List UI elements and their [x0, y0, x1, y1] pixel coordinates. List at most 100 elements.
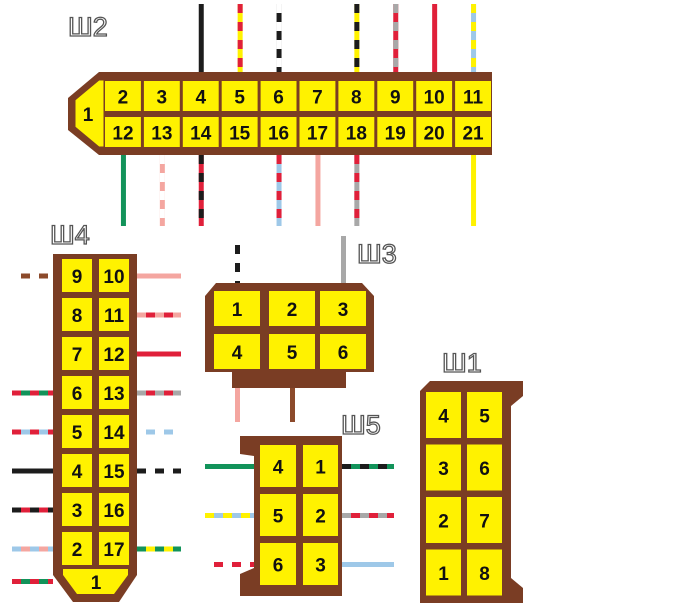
connector-sh4-pin-13: 13: [103, 384, 124, 405]
connector-sh1-pin-2: 2: [438, 512, 449, 533]
connector-sh5-pin-1: 1: [315, 458, 326, 479]
connector-sh2-pin-14-cavity: [182, 117, 219, 147]
connector-sh2-pin-9-cavity: [377, 81, 414, 111]
connector-sh4-pin-17-cavity: [99, 532, 129, 565]
connector-sh1-pin-7-cavity: [467, 497, 502, 543]
connector-sh3-pin-2: 2: [287, 300, 298, 321]
connector-sh1-label: Ш1: [442, 348, 482, 378]
connector-sh5-pin-2-cavity: [303, 494, 338, 536]
connector-sh2-label: Ш2: [68, 12, 108, 42]
connector-sh3-pin-5-cavity: [269, 334, 315, 369]
connector-sh5-pin-4-cavity: [260, 445, 296, 487]
connector-sh3-pin-1-cavity: [214, 291, 260, 326]
connector-sh4-pin-2: 2: [72, 540, 83, 561]
connector-sh1-pin-2-cavity: [426, 497, 461, 543]
connector-sh2-pin-13-cavity: [143, 117, 180, 147]
connector-sh4-pin-11-cavity: [99, 298, 129, 331]
connector-sh4-pin-4: 4: [72, 462, 83, 483]
connector-sh2-pin-19-cavity: [377, 117, 414, 147]
connector-sh1-pin-4: 4: [438, 407, 449, 428]
connector-sh2-pin-14: 14: [190, 124, 212, 145]
connector-sh2-pin-11: 11: [463, 88, 484, 109]
connector-sh1-pin-6: 6: [479, 459, 490, 480]
connector-sh2-pin-8-cavity: [338, 81, 375, 111]
connector-sh2-pin-6: 6: [273, 88, 284, 109]
connector-sh2-pin-15: 15: [229, 124, 251, 145]
connector-sh1-pin-8: 8: [479, 564, 490, 585]
connector-sh4-pin-15-cavity: [99, 454, 129, 487]
connector-sh4-pin-2-cavity: [62, 532, 92, 565]
connector-sh4-pin-16-cavity: [99, 493, 129, 526]
connector-sh2-pin-7-cavity: [299, 81, 336, 111]
connector-sh4-pin-9-cavity: [62, 259, 92, 292]
connector-sh3-pin-3: 3: [338, 300, 349, 321]
connector-sh5-label: Ш5: [341, 410, 381, 440]
connector-sh4-pin-12: 12: [103, 345, 124, 366]
connector-sh5-pin-3-cavity: [303, 543, 338, 585]
connector-sh3-label: Ш3: [357, 239, 397, 269]
connector-sh3-pin-4-cavity: [214, 334, 260, 369]
connector-sh2-pin-10: 10: [424, 88, 445, 109]
connector-sh3-pin-6: 6: [338, 343, 349, 364]
connector-sh2-pin-18: 18: [346, 124, 367, 145]
connector-sh4-pin-3: 3: [72, 501, 83, 522]
connector-sh1-pin-7: 7: [479, 512, 490, 533]
connector-sh4-pin-3-cavity: [62, 493, 92, 526]
connector-sh5-pin-6: 6: [273, 556, 284, 577]
connector-sh2-pin-3-cavity: [143, 81, 180, 111]
connector-sh2-pin-17-cavity: [299, 117, 336, 147]
connector-sh4-pin-1-cavity: [63, 569, 128, 594]
connector-sh2-pin-20-cavity: [416, 117, 453, 147]
connector-sh5-pin-3: 3: [315, 556, 326, 577]
connector-sh2-pin-2: 2: [118, 88, 129, 109]
connector-sh2-pin-9: 9: [390, 88, 401, 109]
connector-sh1-pin-1: 1: [438, 564, 449, 585]
connector-sh4-pin-16: 16: [103, 501, 124, 522]
connector-sh4-pin-9: 9: [72, 267, 83, 288]
connector-sh5-pin-6-cavity: [260, 543, 296, 585]
connector-sh1-pin-1-cavity: [426, 549, 461, 596]
connector-sh2-pin-19: 19: [385, 124, 406, 145]
connector-sh5-pin-5: 5: [273, 507, 284, 528]
connector-sh4-pin-6: 6: [72, 384, 83, 405]
connector-sh4-pin-7-cavity: [62, 337, 92, 370]
connector-sh2-pin-16: 16: [268, 124, 289, 145]
connector-sh5-pin-5-cavity: [260, 494, 296, 536]
connector-sh5-pin-4: 4: [273, 458, 284, 479]
connector-sh2-pin-5: 5: [234, 88, 245, 109]
connector-sh2-pin-4: 4: [195, 88, 206, 109]
connector-sh2-pin-1: 1: [83, 105, 94, 126]
connector-sh2-pin-13: 13: [151, 124, 172, 145]
connector-sh4-pin-11: 11: [104, 306, 125, 327]
connector-sh4-pin-10-cavity: [99, 259, 129, 292]
connector-sh3-notch-left: [205, 372, 232, 388]
connector-sh2-pin-21-cavity: [455, 117, 491, 147]
connector-sh3-notch-right: [346, 372, 374, 388]
connector-sh3-pin-2-cavity: [269, 291, 315, 326]
connector-sh1-pin-6-cavity: [467, 444, 502, 491]
connector-sh3-pin-6-cavity: [320, 334, 366, 369]
connector-sh4-pin-4-cavity: [62, 454, 92, 487]
connector-sh3-pin-1: 1: [232, 300, 243, 321]
connector-sh3-pin-5: 5: [287, 343, 298, 364]
connector-sh4-pin-10: 10: [103, 267, 124, 288]
connector-sh4-pin-15: 15: [103, 462, 125, 483]
connector-sh2-pin-4-cavity: [182, 81, 219, 111]
connector-sh4-pin-17: 17: [103, 540, 124, 561]
connector-sh2-pin-6-cavity: [260, 81, 297, 111]
connector-sh5-pin-1-cavity: [303, 445, 338, 487]
connector-sh2-pin-11-cavity: [455, 81, 491, 111]
connector-sh2-pin-16-cavity: [260, 117, 297, 147]
connector-sh4-pin-7: 7: [72, 345, 83, 366]
connector-sh1-pin-3: 3: [438, 459, 449, 480]
connector-sh1-pin-4-cavity: [426, 392, 461, 438]
connector-sh2-pin-18-cavity: [338, 117, 375, 147]
connector-sh2-pin-15-cavity: [221, 117, 258, 147]
connector-sh4-pin-5: 5: [72, 423, 83, 444]
